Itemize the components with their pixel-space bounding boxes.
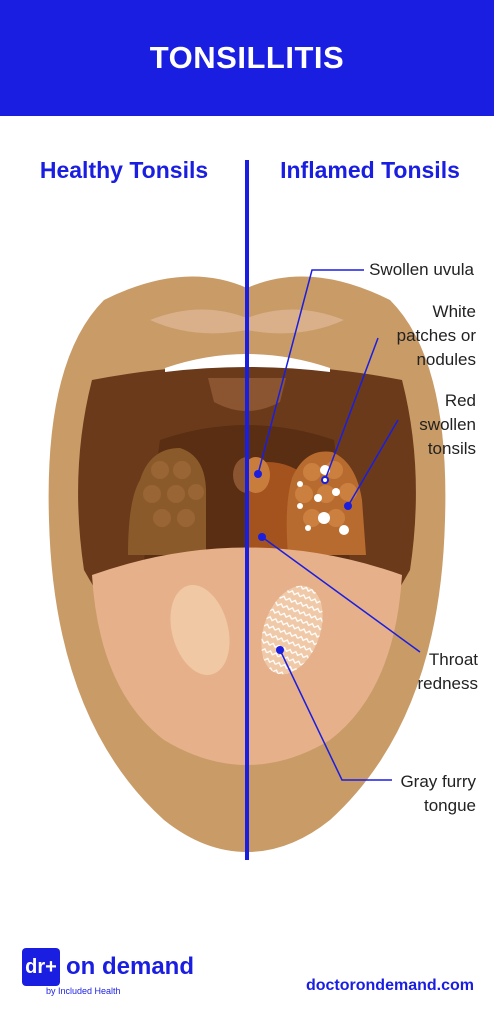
label-gray-furry-tongue: Gray furry tongue: [400, 772, 476, 815]
label-white-patches: White patches or nodules: [396, 302, 476, 369]
label-red-swollen-tonsils: Red swollen tonsils: [419, 391, 476, 458]
healthy-tonsils-heading: Healthy Tonsils: [39, 157, 209, 183]
dr-plus-icon: dr+: [22, 948, 60, 986]
patches-leader: [324, 337, 379, 481]
tongue-leader: [279, 649, 392, 781]
healthy-tongue-highlight: [170, 584, 230, 676]
divider-line: [245, 160, 249, 860]
uvula-leader: [257, 269, 364, 475]
label-swollen-uvula: Swollen uvula: [369, 260, 474, 279]
website-link[interactable]: doctorondemand.com: [305, 977, 474, 994]
label-throat-redness: Throat redness: [417, 650, 478, 693]
inflamed-tonsil: [286, 451, 366, 555]
brand-tagline: by Included Health: [46, 986, 121, 996]
page-title: TONSILLITIS: [149, 40, 345, 75]
throat-leader: [261, 536, 421, 653]
header-banner: TONSILLITIS: [0, 0, 494, 116]
brand-logo: dr+ on demand: [22, 948, 194, 986]
inflamed-tonsils-heading: Inflamed Tonsils: [280, 157, 460, 183]
brand-name: on demand: [66, 953, 195, 980]
healthy-tonsil: [128, 448, 206, 555]
tonsils-leader: [347, 419, 399, 507]
healthy-uvula: [233, 457, 247, 493]
